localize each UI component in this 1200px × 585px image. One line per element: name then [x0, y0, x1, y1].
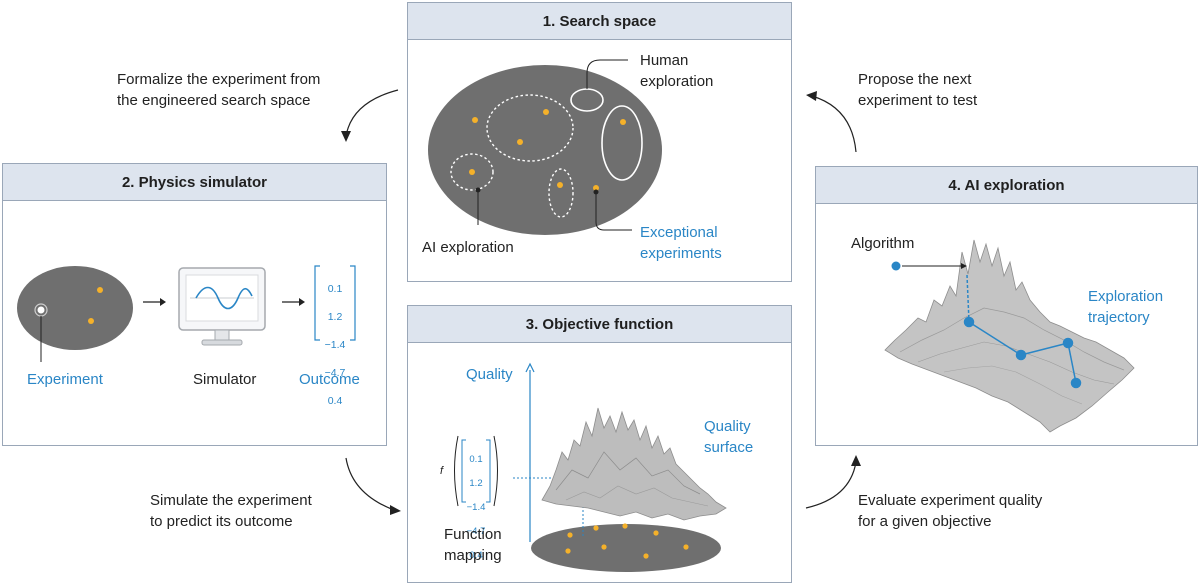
exploration-trajectory [963, 274, 1082, 389]
vector-value: −1.4 [324, 339, 346, 351]
algorithm-label: Algorithm [851, 235, 915, 252]
vector-value: 0.4 [469, 550, 483, 561]
vector-value: 1.2 [327, 311, 343, 323]
ai-exploration-label: AI exploration [422, 239, 514, 256]
arrowhead [806, 91, 817, 101]
input-vector-brackets [454, 435, 498, 507]
flow-propose-text: Propose the next experiment to test [858, 71, 978, 109]
flow-arrow-formalize [345, 89, 399, 137]
outcome-vector-brackets [314, 265, 356, 341]
vector-value: 0.4 [327, 395, 343, 407]
outcome-label: Outcome [299, 371, 360, 388]
exploration-region [548, 168, 574, 218]
arrowhead [341, 131, 351, 142]
arrowhead [390, 505, 401, 515]
flow-simulate-text: Simulate the experiment to predict its o… [150, 492, 312, 530]
human-exploration-region [601, 105, 643, 181]
exceptional-experiments-label: Exceptional experiments [640, 224, 722, 262]
arrow-icon [143, 298, 166, 306]
parameter-space-ellipse [531, 524, 721, 572]
panel-title: 3. Objective function [408, 306, 791, 343]
experiment-space [17, 266, 133, 350]
simulator-label: Simulator [193, 371, 257, 388]
exploration-trajectory-label: Exploration trajectory [1088, 288, 1164, 326]
panel-title: 2. Physics simulator [3, 164, 386, 201]
outcome-vector: 0.1 1.2 −1.4 −4.7 0.4 [316, 268, 354, 422]
quality-axis [525, 362, 535, 542]
quality-surface [541, 407, 727, 521]
experiment-stars [565, 523, 689, 559]
leader-line [586, 59, 628, 89]
quality-axis-label: Quality [466, 366, 513, 383]
arrow-icon [282, 298, 305, 306]
vector-value: 1.2 [469, 478, 483, 489]
flow-arrow-evaluate [805, 461, 857, 509]
function-symbol: f [440, 465, 444, 477]
vector-value: −4.7 [324, 367, 346, 379]
vector-value: −4.7 [466, 526, 486, 537]
human-exploration-label: Human exploration [640, 52, 714, 90]
monitor-icon [178, 267, 266, 346]
flow-evaluate-text: Evaluate experiment quality for a given … [858, 492, 1043, 530]
flow-arrow-propose [811, 95, 857, 153]
vector-value: 0.1 [327, 283, 343, 295]
algorithm-pointer [891, 261, 967, 271]
function-mapping-label: Function mapping [444, 526, 502, 564]
quality-surface-label: Quality surface [704, 418, 754, 456]
flow-arrow-simulate [345, 457, 395, 511]
panel-title: 1. Search space [408, 3, 791, 40]
panel-title: 4. AI exploration [816, 167, 1197, 204]
exploration-region [486, 94, 574, 162]
experiment-stars [469, 109, 626, 191]
leader-line [595, 192, 632, 231]
flow-formalize-text: Formalize the experiment from the engine… [117, 71, 321, 109]
experiment-label: Experiment [27, 371, 103, 388]
exploration-region [450, 153, 494, 191]
input-vector: 0.1 1.2 −1.4 −4.7 0.4 [461, 442, 491, 574]
arrowhead [851, 455, 861, 466]
search-space-ellipse [428, 65, 662, 235]
vector-value: −1.4 [466, 502, 486, 513]
vector-value: 0.1 [469, 454, 483, 465]
